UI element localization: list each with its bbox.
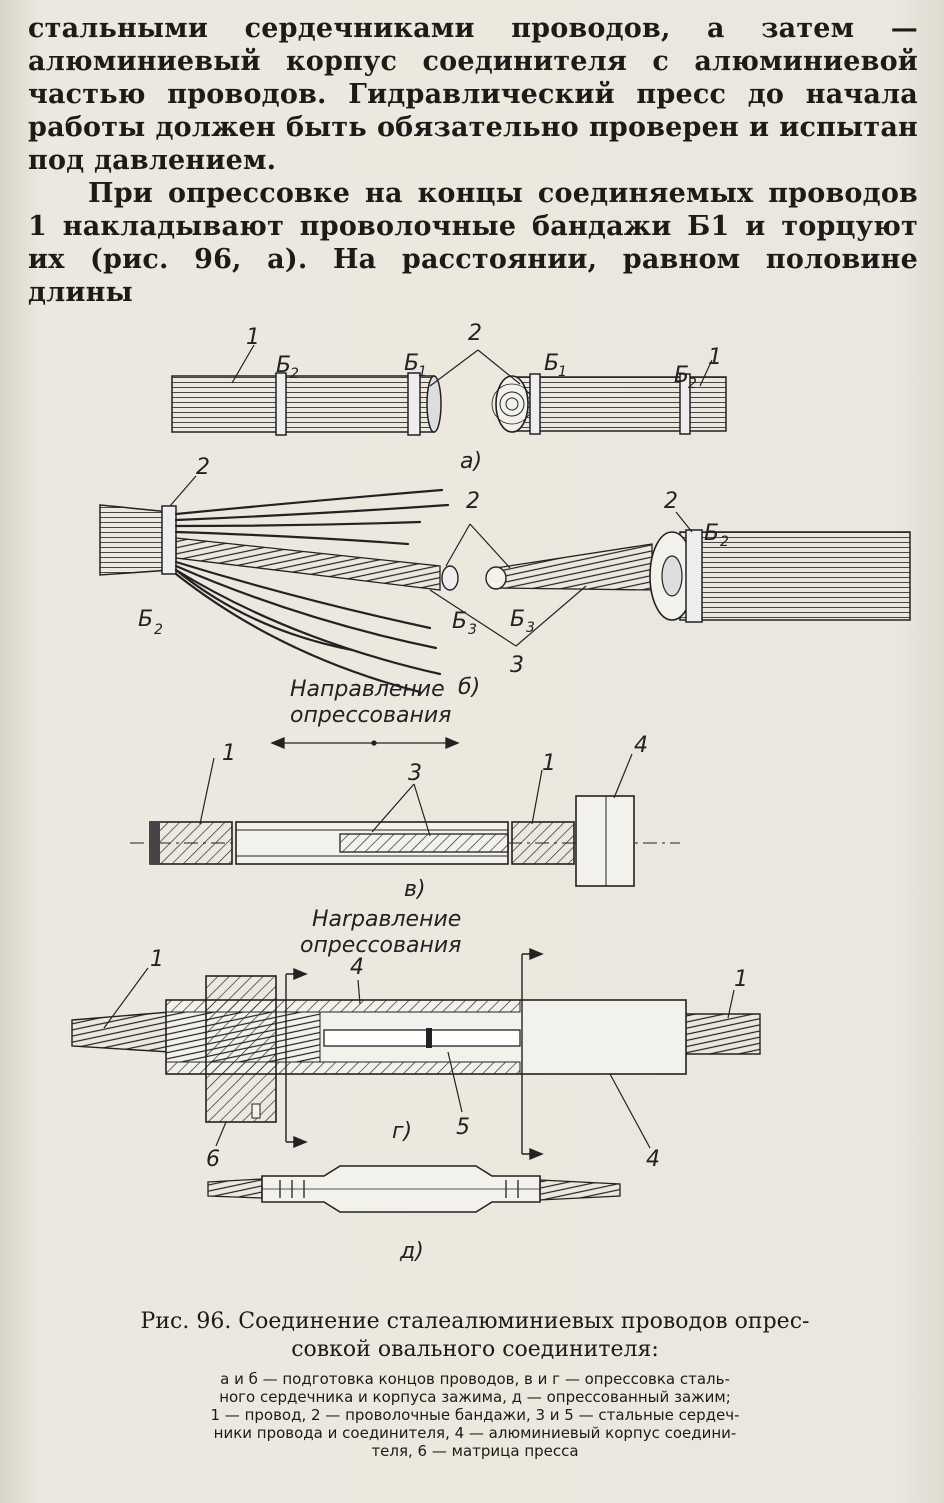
wire-end-right-a (495, 375, 529, 433)
label-sub1-a-mid: 1 (418, 364, 427, 380)
wire-left-a (171, 375, 435, 433)
drawing-v (130, 753, 680, 887)
drawing-d (207, 1165, 621, 1213)
label-4-v: 4 (634, 733, 648, 758)
label-b-b-steel-left: Б (452, 609, 467, 634)
press-die-g (205, 975, 277, 1123)
paragraph-1: стальными сердечниками проводов, а затем… (28, 13, 918, 176)
caption-description: а и б — подготовка концов проводов, в и … (60, 1370, 890, 1460)
part-label-b: б) (458, 675, 480, 700)
label-1-a-right: 1 (708, 345, 722, 370)
direction-v-line1: Направление (290, 677, 445, 702)
drawing-b (99, 475, 911, 694)
label-b-b-steel-right: Б (510, 607, 525, 632)
label-b-a-far: Б (674, 363, 689, 388)
label-2-a: 2 (468, 321, 482, 346)
caption-desc-line: ного сердечника и корпуса зажима, д — оп… (219, 1388, 731, 1406)
label-sub2-b-right: 2 (720, 534, 729, 550)
label-b-a-mid: Б (404, 351, 419, 376)
body-text: стальными сердечниками проводов, а затем… (28, 12, 918, 309)
label-2-b-right: 2 (664, 489, 678, 514)
label-1-a-left: 1 (246, 325, 260, 350)
wire-section-right-v (511, 821, 575, 865)
part-label-a: а) (460, 449, 482, 474)
bandage-b2-left-b (161, 505, 177, 575)
label-4-g-bottom: 4 (646, 1147, 660, 1172)
label-sub3-b-steel-right: 3 (526, 620, 535, 636)
label-sub2-a-far: 2 (688, 376, 697, 392)
direction-g-line1: Наrравление (312, 907, 461, 932)
drawing-g (71, 947, 761, 1161)
figure-caption: Рис. 96. Соединение сталеалюминиевых про… (60, 1308, 890, 1460)
bandage-b1-left-a (407, 372, 421, 436)
part-label-v: в) (404, 877, 426, 902)
caption-title-line2: совкой овального соединителя: (291, 1337, 659, 1362)
steel-core-end-left-b (441, 565, 459, 591)
part-label-g: г) (392, 1119, 412, 1144)
direction-g-line2: опрессования (300, 933, 461, 958)
label-b-b-left: Б (138, 607, 153, 632)
label-3-v: 3 (408, 761, 422, 786)
label-5-g: 5 (456, 1115, 470, 1140)
steel-core-g (323, 1029, 521, 1047)
label-1-v-right: 1 (542, 751, 556, 776)
wire-section-left-v (149, 821, 233, 865)
press-die-v (575, 795, 635, 887)
figure-96: 1 Б 2 Б 1 2 Б 1 Б 2 1 а) (71, 321, 911, 1264)
paragraph-2: При опрессовке на концы соединяемых пров… (28, 178, 918, 308)
direction-v-line2: опрессования (290, 703, 451, 728)
label-b-b-right: Б (704, 521, 719, 546)
label-sub1-a-right: 1 (558, 364, 567, 380)
bandage-b2-right-b (685, 529, 703, 623)
label-sub2-a-left: 2 (290, 366, 299, 382)
label-sub2-b-left: 2 (154, 622, 163, 638)
label-2-b-mid: 2 (466, 489, 480, 514)
caption-desc-line: теля, 6 — матрица пресса (371, 1442, 579, 1460)
label-6-g: 6 (206, 1147, 220, 1172)
direction-arrow-v (270, 737, 460, 749)
bandage-b2-right-a (679, 373, 691, 435)
drawing-a (171, 344, 727, 436)
label-1-g-left: 1 (150, 947, 164, 972)
label-4-g-top: 4 (350, 955, 364, 980)
caption-desc-line: ники провода и соединителя, 4 — алюминие… (213, 1424, 737, 1442)
label-3-b: 3 (510, 653, 524, 678)
steel-core-end-right-b (485, 566, 507, 590)
bandage-b1-right-a (529, 373, 541, 435)
steel-core-v (339, 833, 509, 853)
label-b-a-left: Б (276, 353, 291, 378)
label-sub3-b-steel-left: 3 (468, 622, 477, 638)
bandage-b2-left-a (275, 372, 287, 436)
part-label-d: д) (399, 1239, 424, 1264)
label-1-v-left: 1 (222, 741, 236, 766)
label-1-g-right: 1 (734, 967, 748, 992)
wire-end-left-a (426, 375, 442, 433)
caption-title-line1: Рис. 96. Соединение сталеалюминиевых про… (140, 1309, 810, 1334)
label-2-b-left: 2 (196, 455, 210, 480)
label-b-a-right: Б (544, 351, 559, 376)
caption-desc-line: а и б — подготовка концов проводов, в и … (220, 1370, 730, 1388)
caption-desc-line: 1 — провод, 2 — проволочные бандажи, 3 и… (210, 1406, 740, 1424)
